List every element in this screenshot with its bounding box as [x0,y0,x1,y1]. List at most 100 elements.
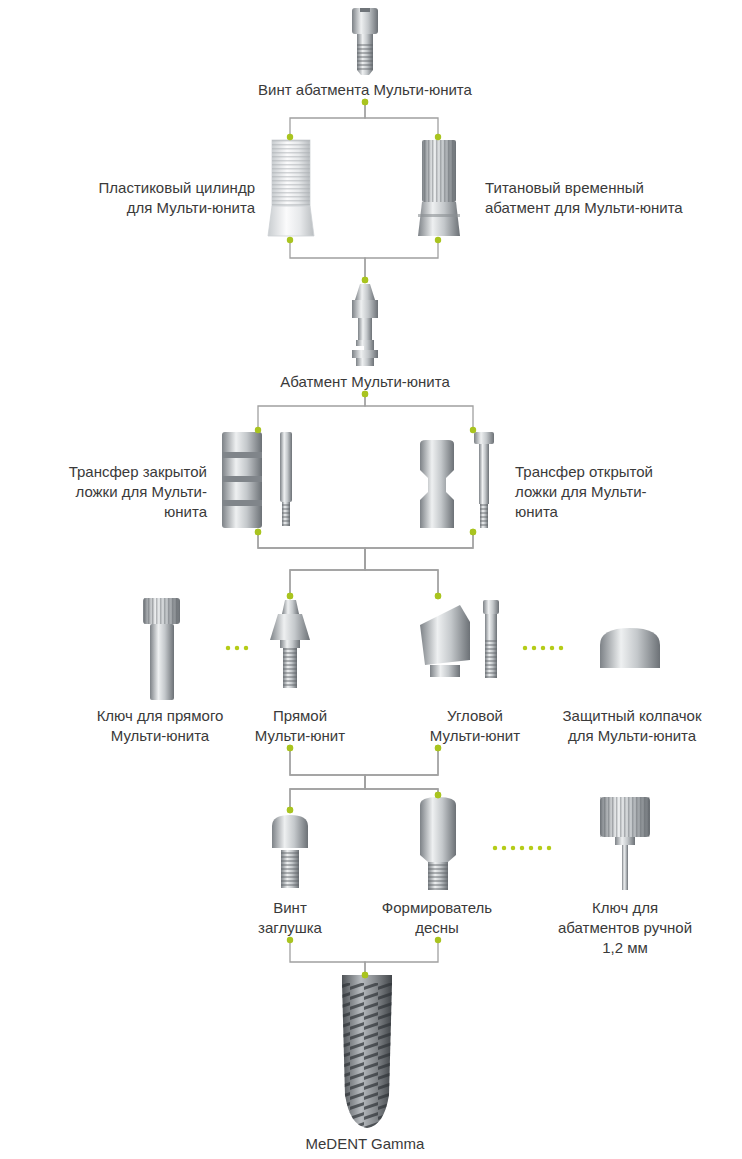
junction-dot [287,745,293,751]
assembly-connector [365,394,473,430]
part-name: Винт заглушка [250,898,330,938]
multi-unit-abutment-figure [356,340,374,350]
part-label-block: Угловой Мульти-юнит [428,706,522,746]
junction-dot [287,807,293,813]
junction-dot [470,427,476,433]
abutment-screw-figure [352,8,378,34]
part-item: MeDENT Gamma [300,975,432,1156]
assembly-connector [290,748,365,810]
assembly-connector [290,240,365,280]
junction-dot [287,593,293,599]
closed-tray-transfer-figure [222,476,262,482]
cover-screw-figure [272,815,308,888]
manual-abutment-key-figure [600,797,650,837]
angled-multi-unit-figure [485,614,497,678]
part-name: Винт абатмента Мульти-юнита [250,80,480,100]
part-item: Формирователь десны [378,795,495,940]
straight-multi-unit-figure [270,614,310,640]
junction-dot [470,529,476,535]
assembly-connector [290,748,438,795]
junction-dot [287,237,293,243]
part-label-block: Формирователь десны [381,898,493,938]
plastic-cylinder-figure [272,140,310,206]
multi-unit-abutment-figure [356,358,374,366]
accessory-dotted-link [495,846,556,851]
part-label-block: Пластиковый цилиндр для Мульти-юнита [95,178,255,218]
part-name: Защитный колпачок для Мульти-юнита [562,706,702,746]
plastic-cylinder-figure [268,140,314,236]
junction-dot [362,277,368,283]
part-label-block: Винт абатмента Мульти-юнита [250,80,480,100]
open-tray-transfer-figure [479,444,489,504]
open-tray-transfer-figure [474,432,494,444]
part-item: Титановый временный абатмент для Мульти-… [416,137,700,240]
part-name: Формирователь десны [381,898,493,938]
junction-dot [362,391,368,397]
part-item: Ключ для прямого Мульти-юнита [94,596,228,748]
assembly-connector [365,532,473,596]
straight-multi-unit-figure [280,640,300,648]
part-name: Титановый временный абатмент для Мульти-… [485,178,695,218]
junction-dot [362,972,368,978]
closed-tray-transfer-figure [222,500,262,506]
part-label-block: Трансфер открытой ложки для Мульти-юнита [515,462,689,522]
closed-tray-transfer-figure [280,432,292,502]
closed-tray-transfer-figure [222,432,292,528]
assembly-connector [290,940,365,975]
implant-figure [340,983,396,1131]
closed-tray-transfer-figure [282,502,290,526]
junction-dot [255,427,261,433]
multi-unit-abutment-figure [352,350,378,358]
part-name: Абатмент Мульти-юнита [270,372,460,392]
part-item: Винт заглушка [245,810,335,940]
multi-unit-abutment-figure [352,284,378,366]
plastic-cylinder-figure [268,206,314,236]
part-item: Ключ для абатментов ручной 1,2 мм [556,795,696,960]
junction-dot [435,134,441,140]
multi-unit-abutment-figure [358,318,372,340]
part-item: Угловой Мульти-юнит [415,596,525,748]
assembly-connector [290,102,365,137]
accessory-dotted-link [228,646,254,651]
junction-dot [362,277,368,283]
cover-screw-figure [281,850,299,888]
assembly-connector [365,102,438,137]
protective-cap-figure [600,628,660,668]
implant-figure [340,975,396,1131]
part-name: MeDENT Gamma [300,1134,430,1154]
junction-dot [435,745,441,751]
part-label-block: Прямой Мульти-юнит [254,706,346,746]
healing-abutment-figure [420,797,456,862]
part-name: Пластиковый цилиндр для Мульти-юнита [95,178,255,218]
straight-multi-unit-figure [283,648,297,688]
angled-multi-unit-figure [420,605,470,665]
junction-dot [287,937,293,943]
part-label-block: Трансфер закрытой ложки для Мульти-юнита [35,462,207,522]
abutment-screw-figure [360,8,370,12]
junction-dot [470,529,476,535]
open-tray-transfer-figure [420,432,494,528]
straight-multi-unit-figure [283,648,297,688]
junction-dot [362,99,368,105]
manual-abutment-key-figure [600,797,650,837]
junction-dot [255,529,261,535]
open-tray-transfer-figure [480,504,488,528]
healing-abutment-figure [428,862,448,890]
protective-cap-figure [600,628,660,668]
abutment-screw-figure [352,8,378,75]
junction-dot [435,792,441,798]
part-item: Винт абатмента Мульти-юнита [250,4,482,102]
assembly-connector [290,532,473,596]
junction-dot [435,237,441,243]
junction-dot [435,937,441,943]
junction-dot [362,972,368,978]
closed-tray-transfer-figure [222,452,262,458]
part-label-block: Ключ для прямого Мульти-юнита [94,706,226,746]
multi-unit-abutment-figure [355,284,375,300]
straight-multi-unit-key-figure [143,598,180,624]
part-name: Трансфер открытой ложки для Мульти-юнита [515,462,689,522]
accessory-dotted-link [525,646,562,651]
